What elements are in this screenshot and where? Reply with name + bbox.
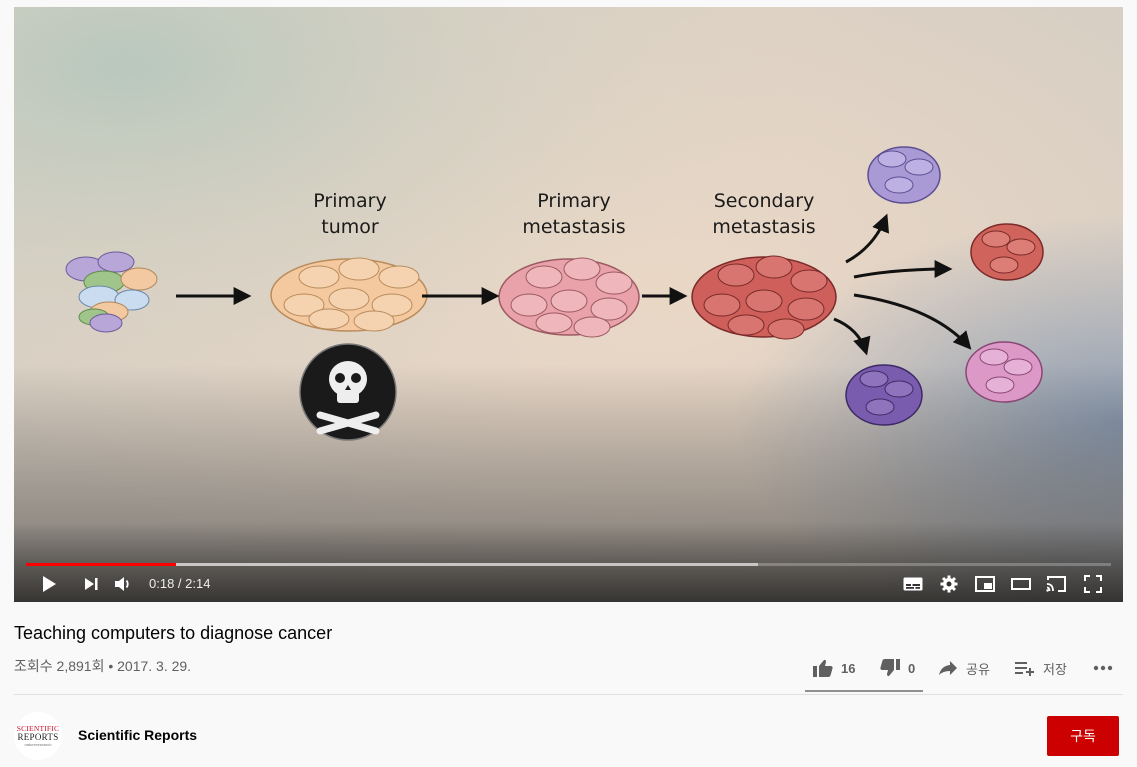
- video-frame: [14, 7, 1123, 602]
- miniplayer-button[interactable]: [974, 573, 996, 595]
- settings-icon: [940, 575, 958, 593]
- volume-icon: [115, 577, 129, 591]
- normal-cells-cluster: [65, 251, 158, 333]
- channel-name[interactable]: Scientific Reports: [78, 727, 198, 743]
- spread-cluster-red: [970, 223, 1044, 281]
- subtitles-icon: [903, 577, 923, 591]
- fullscreen-button[interactable]: [1082, 573, 1104, 595]
- sentiment-bar: [805, 690, 923, 692]
- subtitles-button[interactable]: [902, 573, 924, 595]
- share-icon: [939, 661, 957, 675]
- cast-button[interactable]: [1045, 573, 1067, 595]
- label-primary-tumor: Primary tumor: [313, 190, 387, 238]
- more-actions-button[interactable]: [1093, 656, 1113, 680]
- primary-tumor-cluster: [270, 257, 428, 332]
- subscribe-button[interactable]: 구독: [1047, 716, 1119, 756]
- save-label: 저장: [1043, 661, 1067, 677]
- settings-button[interactable]: [938, 573, 960, 595]
- spread-cluster-lavender: [867, 146, 941, 204]
- divider: [14, 694, 1123, 695]
- primary-metastasis-cluster: [498, 257, 640, 338]
- view-count-date: 조회수 2,891회 • 2017. 3. 29.: [14, 658, 192, 674]
- label-primary-metastasis: Primary metastasis: [522, 190, 626, 238]
- play-button[interactable]: [38, 573, 60, 595]
- more-horizontal-icon: [1093, 665, 1113, 671]
- volume-button[interactable]: [112, 573, 134, 595]
- cast-icon: [1046, 576, 1066, 592]
- theater-mode-button[interactable]: [1010, 573, 1032, 595]
- miniplayer-icon: [975, 576, 995, 592]
- fullscreen-icon: [1084, 575, 1102, 593]
- play-icon: [43, 576, 56, 592]
- dislike-count: 0: [908, 660, 916, 676]
- next-button[interactable]: [80, 573, 102, 595]
- avatar-logo-line2: REPORTS: [17, 731, 59, 742]
- video-player[interactable]: Primary tumor Primary metastasis Seconda…: [14, 7, 1123, 602]
- playlist-add-icon: [1015, 662, 1034, 676]
- thumbs-down-icon: [880, 659, 900, 677]
- skull-crossbones-icon: [299, 343, 397, 441]
- channel-avatar[interactable]: SCIENTIFIC REPORTS natureresearch: [14, 712, 62, 760]
- save-button[interactable]: 저장: [1015, 656, 1067, 680]
- avatar-logo-line3: natureresearch: [24, 741, 52, 747]
- avatar-logo-line1: SCIENTIFIC: [16, 723, 60, 733]
- spread-cluster-purple: [845, 364, 923, 426]
- time-display: 0:18 / 2:14: [149, 576, 211, 591]
- video-title: Teaching computers to diagnose cancer: [14, 623, 333, 643]
- theater-mode-icon: [1011, 578, 1031, 590]
- controls-gradient: [14, 522, 1123, 602]
- like-button[interactable]: 16: [813, 656, 855, 680]
- share-label: 공유: [966, 661, 990, 677]
- progress-bar[interactable]: [26, 563, 1111, 566]
- dislike-button[interactable]: 0: [880, 656, 915, 680]
- share-button[interactable]: 공유: [938, 656, 990, 680]
- progress-buffered: [26, 563, 759, 566]
- progression-arrows: [176, 213, 972, 356]
- next-icon: [85, 578, 98, 590]
- label-secondary-metastasis: Secondary metastasis: [712, 190, 816, 238]
- thumbs-up-icon: [813, 659, 833, 677]
- spread-cluster-pink: [965, 341, 1043, 403]
- secondary-metastasis-cluster: [691, 255, 837, 340]
- progress-played: [26, 563, 176, 566]
- like-count: 16: [841, 660, 856, 676]
